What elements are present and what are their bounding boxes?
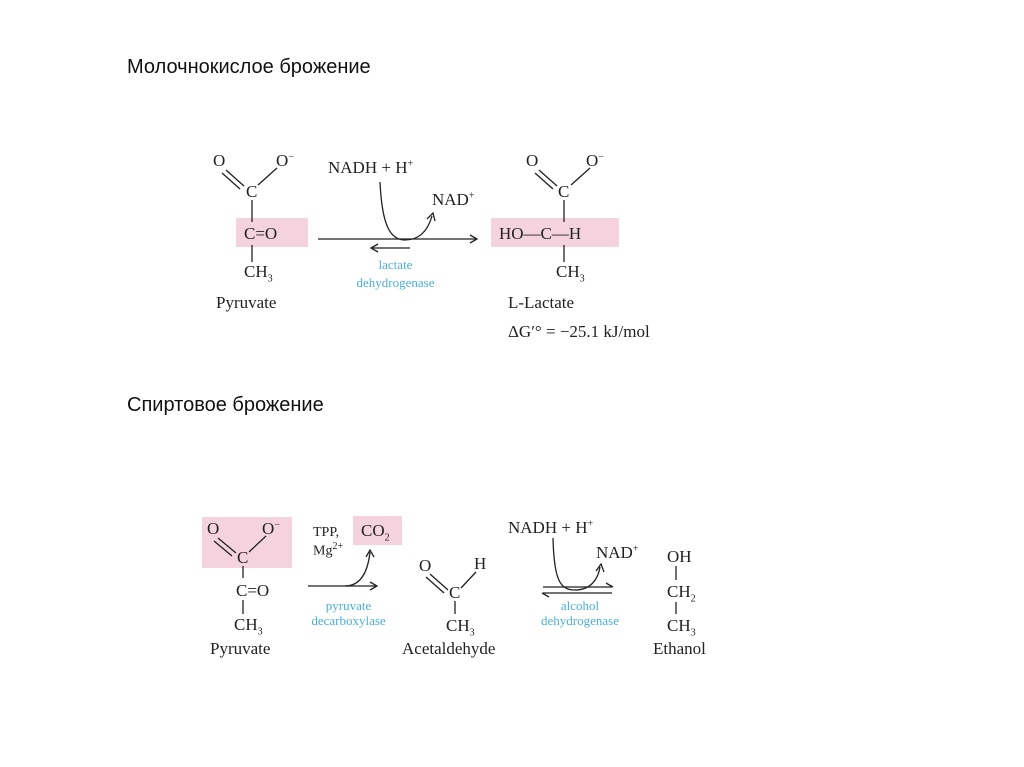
sub: 3 [690,627,696,639]
mg-text: Mg [313,543,333,559]
co-text: CO [361,521,385,540]
nad-text: NAD [596,543,633,562]
cofactor-mg: Mg2+ [313,541,344,559]
pyruvate-keto: C=O [244,224,278,243]
ch-label: CH [446,616,470,635]
sub: 2 [384,532,390,544]
co2-label: CO2 [361,522,390,543]
ch-label: CH [556,262,580,281]
ethanol-ch3: CH3 [667,617,696,638]
pyruvate-carboxyl-highlight [202,517,292,568]
o-label: O [262,519,275,538]
sub: 3 [469,627,475,639]
nadh-text: NADH + H [328,158,408,177]
delta-g: ΔG′° = −25.1 kJ/mol [508,322,650,341]
pyruvate-keto-highlight [236,218,308,247]
acetaldehyde-name: Acetaldehyde [402,639,496,658]
lactate-ch3: CH3 [556,263,585,284]
ch-label: CH [667,616,691,635]
pyruvate2-name: Pyruvate [210,639,271,658]
nad2-label: NAD+ [596,543,639,562]
acetaldehyde-o: O [419,556,432,575]
pyruvate2-c: C [237,548,249,567]
enzyme-pdc-1: pyruvate [325,598,372,613]
o-label: O [276,151,289,170]
title-alcoholic-fermentation: Спиртовое брожение [127,394,324,416]
co2-highlight [353,516,402,545]
ethanol-oh: OH [667,547,692,566]
nadh-text: NADH + H [508,518,588,537]
acetaldehyde-ch3: CH3 [446,617,475,638]
sub: 3 [579,273,585,285]
ch-label: CH [667,582,691,601]
nad-label: NAD+ [432,190,475,209]
sub: 3 [267,273,273,285]
nad-text: NAD [432,190,469,209]
title-lactic-fermentation: Молочнокислое брожение [127,56,371,78]
enzyme-lactate-dehydrogenase-1: lactate [378,257,413,272]
ch-label: CH [244,262,268,281]
ethanol-name: Ethanol [653,639,706,658]
lactate-center: HO—C—H [499,224,582,243]
sub: 3 [257,626,263,638]
sub: 2 [690,593,696,605]
acetaldehyde-h: H [474,554,487,573]
ch-label: CH [234,615,258,634]
pyruvate-c: C [246,182,258,201]
enzyme-adh-2: dehydrogenase [541,613,619,628]
enzyme-lactate-dehydrogenase-2: dehydrogenase [356,275,435,290]
pyruvate2-ch3: CH3 [234,616,263,637]
lactate-o-minus: O− [586,151,604,170]
pyruvate2-o-minus: O− [262,519,280,538]
lactate-o: O [526,151,539,170]
o-label: O [586,151,599,170]
acetaldehyde-c: C [449,583,461,602]
pyruvate-name: Pyruvate [216,293,277,312]
pyruvate2-o: O [207,519,220,538]
pyruvate-o: O [213,151,226,170]
pyruvate-ch3: CH3 [244,263,273,284]
lactate-center-highlight [491,218,619,247]
pyruvate2-keto: C=O [236,581,270,600]
cofactor-tpp: TPP, [313,525,340,540]
enzyme-adh-1: alcohol [560,598,600,613]
nadh-label: NADH + H+ [328,158,414,177]
lactate-c: C [558,182,570,201]
ethanol-ch2: CH2 [667,583,696,604]
lactate-name: L-Lactate [508,293,575,312]
pyruvate-o-minus: O− [276,151,294,170]
nadh2-label: NADH + H+ [508,518,594,537]
enzyme-pdc-2: decarboxylase [311,613,386,628]
